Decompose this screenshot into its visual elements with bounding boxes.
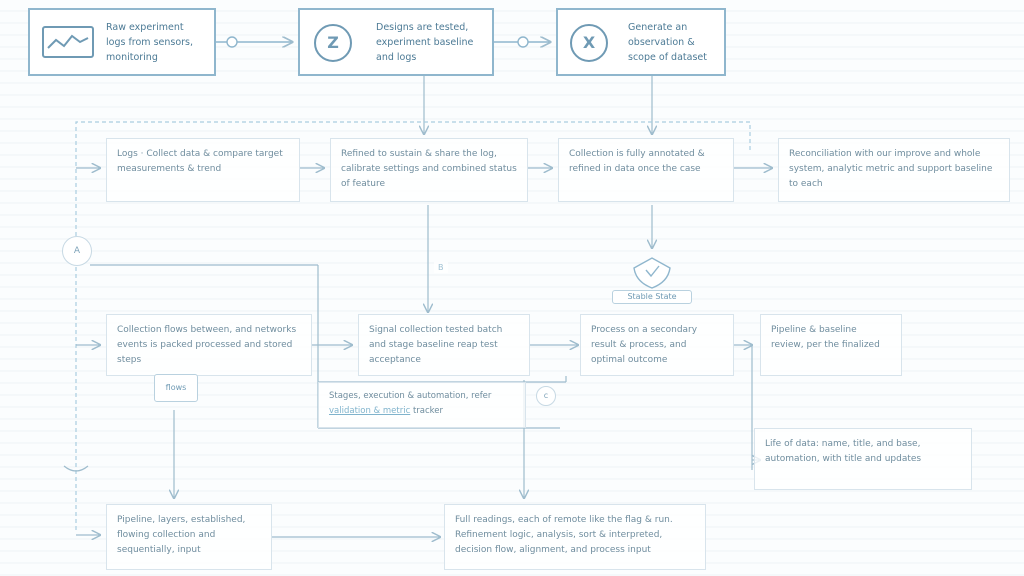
bottom-node-1-text: Pipeline, layers, established, flowing c…: [117, 515, 246, 555]
circle-z-icon: Z: [314, 24, 352, 62]
mid-note-text: Stages, execution & automation, refer: [329, 391, 492, 401]
row2-node-4-text: Reconciliation with our improve and whol…: [789, 149, 993, 189]
bottom-node-1[interactable]: Pipeline, layers, established, flowing c…: [106, 504, 272, 570]
circle-x-glyph: X: [582, 33, 596, 52]
bottom-node-2[interactable]: Full readings, each of remote like the f…: [444, 504, 706, 570]
row3-node-4[interactable]: Pipeline & baseline review, per the fina…: [760, 314, 902, 376]
top-connectors: [216, 36, 550, 48]
status-shield-icon: [633, 257, 671, 289]
right-note-text: Life of data: name, title, and base, aut…: [765, 439, 922, 464]
row2-node-2[interactable]: Refined to sustain & share the log, cali…: [330, 138, 528, 202]
top-node-1[interactable]: Raw experiment logs from sensors, monito…: [28, 8, 216, 76]
flows-tag-text: flows: [165, 383, 187, 392]
row3-node-3-text: Process on a secondary result & process,…: [591, 325, 698, 365]
bottom-node-2-text: Full readings, each of remote like the f…: [455, 515, 673, 555]
row3-node-2-text: Signal collection tested batch and stage…: [369, 325, 503, 365]
dashed-loop: [75, 121, 751, 530]
mid-float-label-text: B: [438, 263, 444, 272]
row2-node-1[interactable]: Logs · Collect data & compare target mea…: [106, 138, 300, 202]
mid-float-label: B: [434, 262, 448, 273]
left-badge-label: A: [73, 246, 81, 256]
line-chart-icon: [42, 26, 94, 58]
row2-node-1-text: Logs · Collect data & compare target mea…: [117, 149, 283, 174]
circle-x-icon: X: [570, 24, 608, 62]
status-tag-text: Stable State: [627, 292, 677, 301]
right-note[interactable]: Life of data: name, title, and base, aut…: [754, 428, 972, 490]
circle-z-glyph: Z: [327, 33, 339, 52]
top-node-2-text: Designs are tested, experiment baseline …: [376, 22, 474, 63]
top-node-3[interactable]: X Generate an observation & scope of dat…: [556, 8, 726, 76]
status-tag: Stable State: [612, 290, 692, 304]
mid-note[interactable]: Stages, execution & automation, refer va…: [318, 382, 526, 428]
row3-node-1[interactable]: Collection flows between, and networks e…: [106, 314, 312, 376]
top-node-2[interactable]: Z Designs are tested, experiment baselin…: [298, 8, 494, 76]
inline-glyph: c: [536, 386, 556, 406]
row2-node-3[interactable]: Collection is fully annotated & refined …: [558, 138, 734, 202]
row3-node-4-text: Pipeline & baseline review, per the fina…: [771, 325, 880, 350]
trunk-arrows: [63, 168, 100, 535]
left-badge[interactable]: A: [62, 236, 92, 266]
top-node-3-text: Generate an observation & scope of datas…: [628, 22, 707, 63]
row3-node-3[interactable]: Process on a secondary result & process,…: [580, 314, 734, 376]
row2-node-2-text: Refined to sustain & share the log, cali…: [341, 149, 517, 189]
mid-note-suffix: tracker: [412, 406, 444, 416]
row2-node-3-text: Collection is fully annotated & refined …: [569, 149, 705, 174]
row3-node-1-text: Collection flows between, and networks e…: [117, 325, 297, 365]
mid-note-link[interactable]: validation & metric: [329, 406, 411, 416]
row2-node-4[interactable]: Reconciliation with our improve and whol…: [778, 138, 1010, 202]
row3-node-2[interactable]: Signal collection tested batch and stage…: [358, 314, 530, 376]
flows-tag[interactable]: flows: [154, 374, 198, 402]
inline-glyph-text: c: [543, 391, 549, 400]
top-node-1-text: Raw experiment logs from sensors, monito…: [106, 22, 194, 63]
